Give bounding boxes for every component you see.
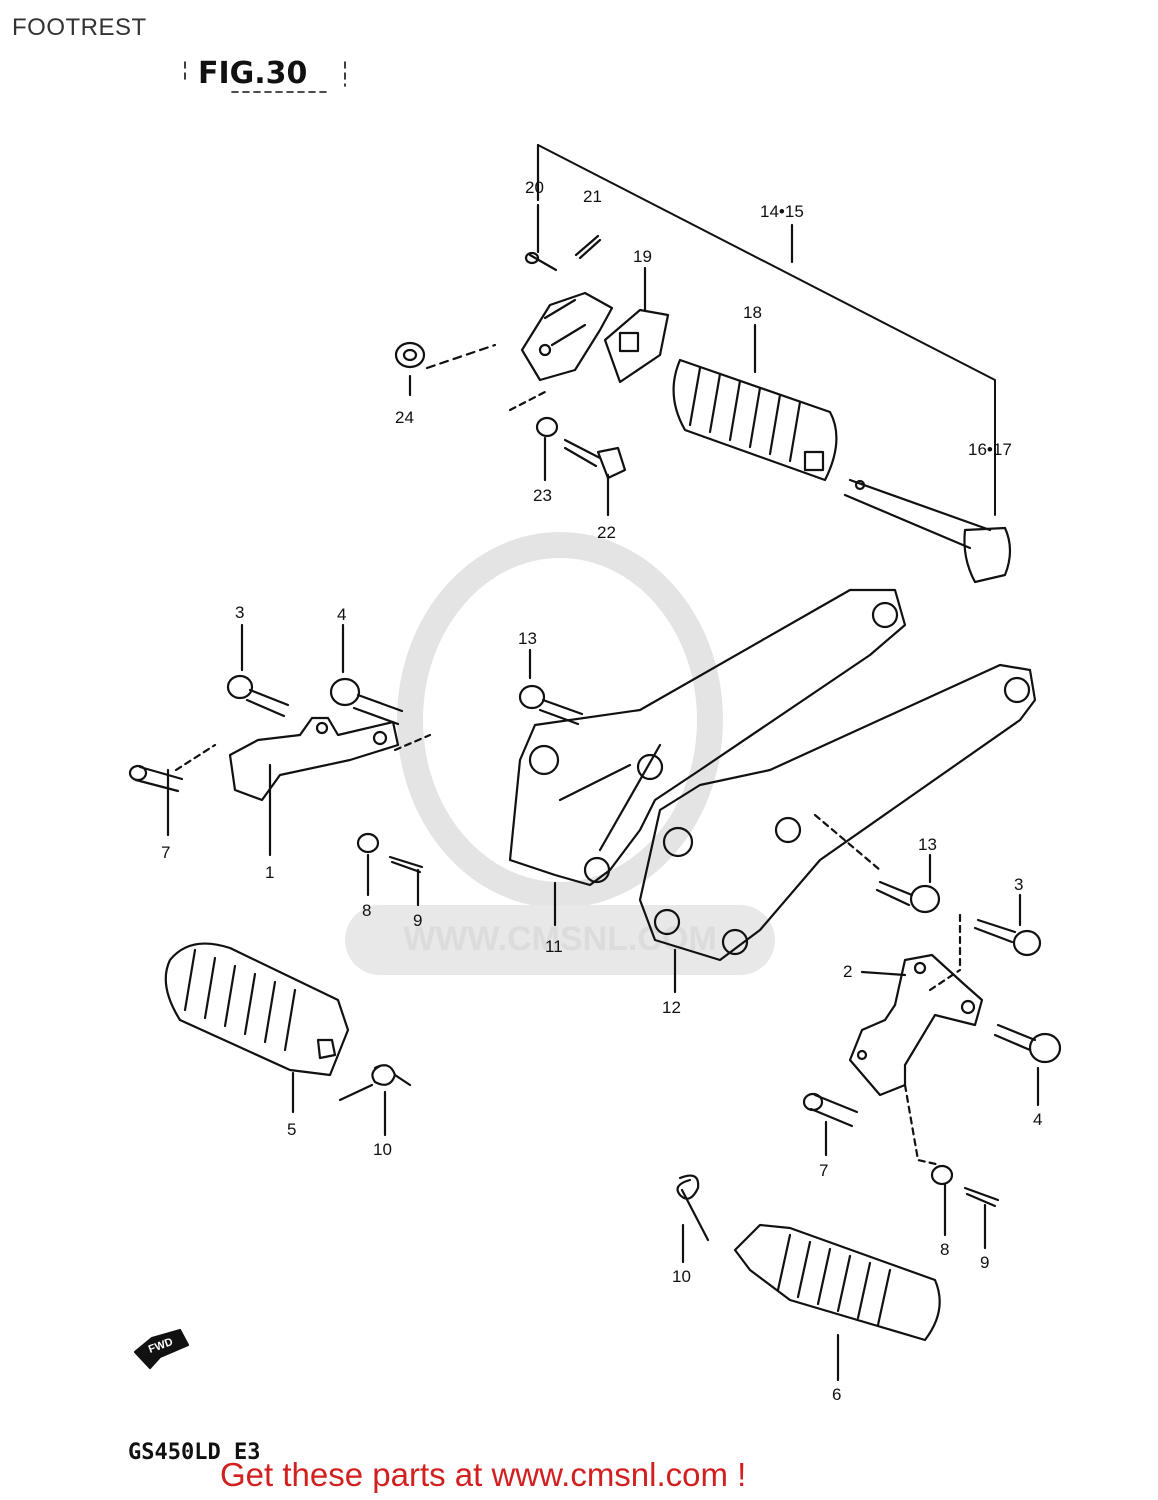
callout-10-left: 10 <box>373 1140 392 1159</box>
callout-20: 20 <box>525 178 544 197</box>
callout-8-left: 8 <box>362 901 371 920</box>
callout-7-right: 7 <box>819 1161 828 1180</box>
callout-5: 5 <box>287 1120 296 1139</box>
callout-16-17: 16•17 <box>968 440 1012 459</box>
callout-13-upper: 13 <box>518 629 537 648</box>
cta-link[interactable]: Get these parts at www.cmsnl.com ! <box>220 1456 747 1493</box>
callout-3-right: 3 <box>1014 875 1023 894</box>
callout-22: 22 <box>597 523 616 542</box>
callout-3-left: 3 <box>235 603 244 622</box>
page-title: FOOTREST <box>12 14 147 41</box>
watermark-text: WWW.CMSNL.COM <box>403 920 717 958</box>
callout-8-right: 8 <box>940 1240 949 1259</box>
callout-19: 19 <box>633 247 652 266</box>
callout-4-right: 4 <box>1033 1110 1042 1129</box>
watermark: WWW.CMSNL.COM <box>345 532 775 975</box>
callout-4-left: 4 <box>337 605 346 624</box>
figure-label: FIG.30 <box>198 56 308 91</box>
callout-7-left: 7 <box>161 843 170 862</box>
callout-2: 2 <box>843 962 852 981</box>
callout-14-15: 14•15 <box>760 202 804 221</box>
callout-23: 23 <box>533 486 552 505</box>
callout-13-right: 13 <box>918 835 937 854</box>
callout-9-right: 9 <box>980 1253 989 1272</box>
callout-12: 12 <box>662 998 681 1017</box>
callout-11: 11 <box>545 937 563 956</box>
callout-9-left: 9 <box>413 911 422 930</box>
callout-18: 18 <box>743 303 762 322</box>
callout-24: 24 <box>395 408 414 427</box>
model-code: GS450LD E3 <box>128 1440 261 1465</box>
callout-21: 21 <box>583 187 602 206</box>
callout-10-right: 10 <box>672 1267 691 1286</box>
callout-6: 6 <box>832 1385 841 1404</box>
callout-1: 1 <box>265 863 274 882</box>
